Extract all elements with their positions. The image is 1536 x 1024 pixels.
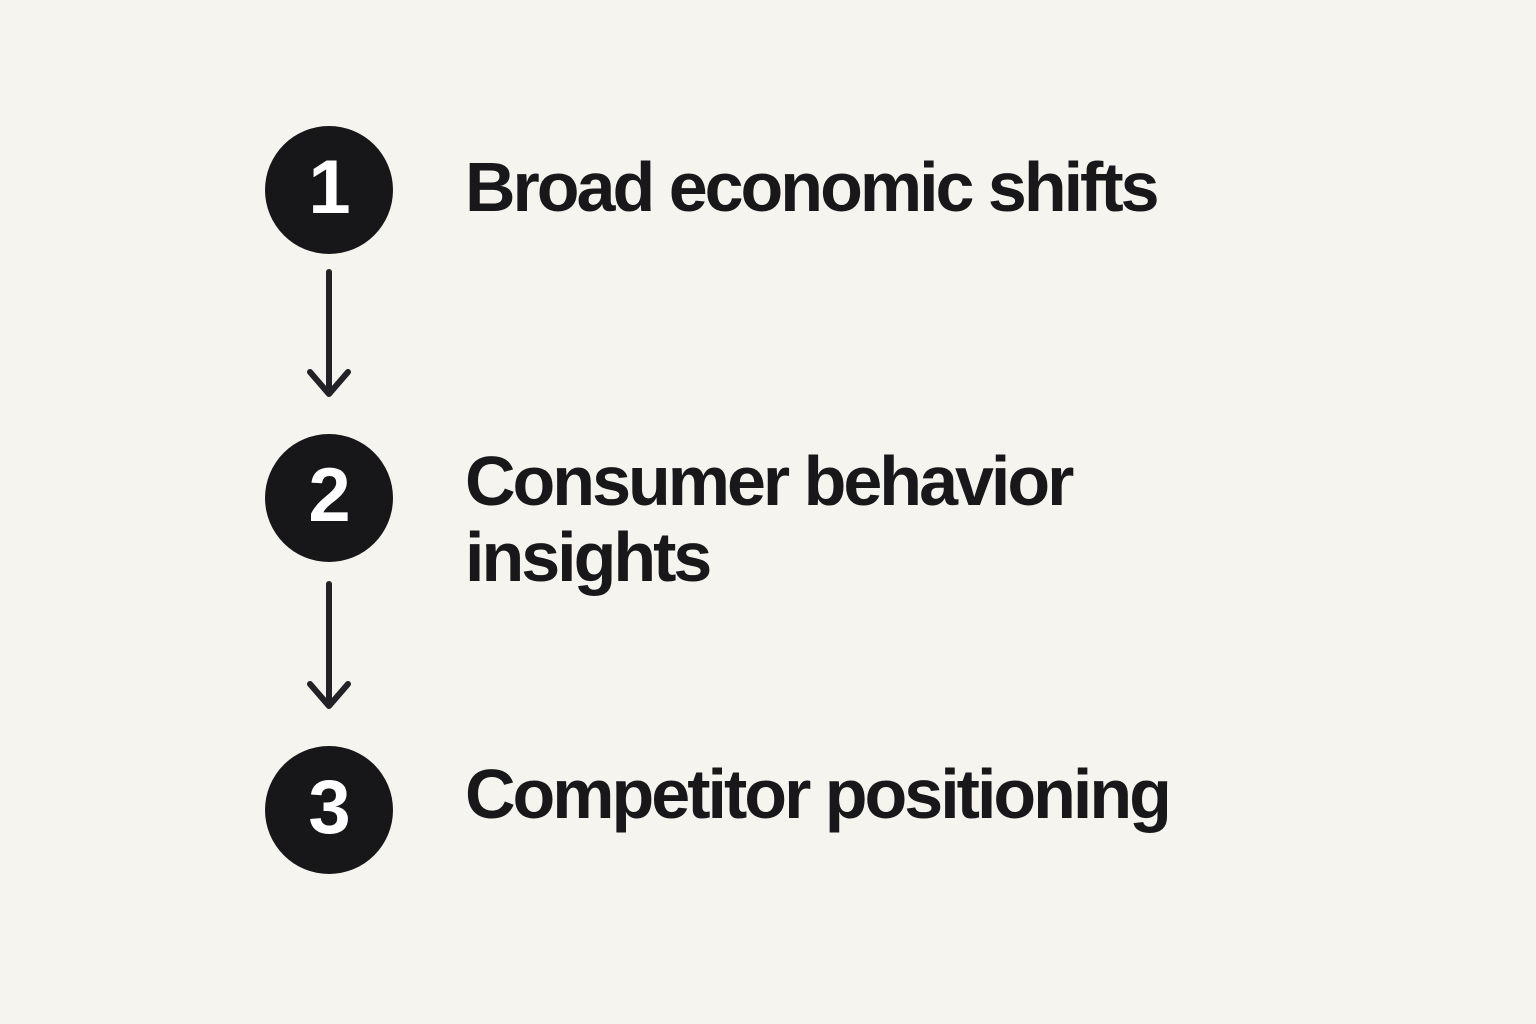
step-1-badge: 1 bbox=[265, 126, 393, 254]
step-2-label: Consumer behavior insights bbox=[465, 442, 1074, 596]
step-3-number: 3 bbox=[308, 765, 350, 850]
step-3-badge: 3 bbox=[265, 746, 393, 874]
arrow-down-icon bbox=[307, 581, 351, 709]
step-2-badge: 2 bbox=[265, 434, 393, 562]
step-2-number: 2 bbox=[308, 453, 350, 538]
step-1-number: 1 bbox=[308, 145, 350, 230]
arrow-down-icon bbox=[307, 269, 351, 397]
step-3-label: Competitor positioning bbox=[465, 755, 1172, 833]
step-1-label: Broad economic shifts bbox=[465, 148, 1160, 226]
